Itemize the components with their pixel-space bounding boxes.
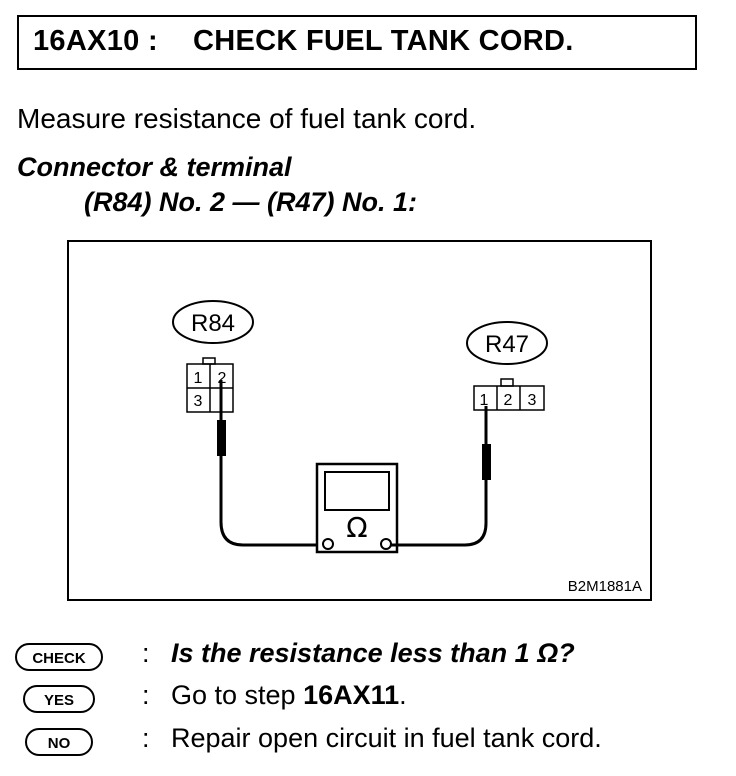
wiring-diagram-svg: R84 1 2 3 Ω bbox=[67, 240, 652, 601]
connector-spec: (R84) No. 2 — (R47) No. 1: bbox=[84, 187, 418, 217]
wiring-diagram: R84 1 2 3 Ω bbox=[67, 240, 652, 601]
r84-pin-3: 3 bbox=[194, 393, 203, 410]
yes-answer-prefix: Go to step bbox=[171, 680, 304, 710]
ohm-symbol: Ω bbox=[346, 511, 367, 544]
yes-row: YES : Go to step 16AX11. bbox=[14, 680, 729, 716]
r84-pin-2: 2 bbox=[218, 370, 227, 387]
no-answer: Repair open circuit in fuel tank cord. bbox=[171, 723, 602, 753]
check-row: CHECK : Is the resistance less than 1 Ω? bbox=[14, 638, 729, 674]
check-question: Is the resistance less than 1 Ω? bbox=[171, 638, 575, 668]
r84-connector-icon: 1 2 3 bbox=[186, 357, 234, 413]
diagram-frame bbox=[67, 240, 652, 601]
step-title: CHECK FUEL TANK CORD. bbox=[193, 25, 574, 57]
yes-badge-icon: YES bbox=[23, 685, 95, 713]
no-row: NO : Repair open circuit in fuel tank co… bbox=[14, 723, 729, 759]
no-colon: : bbox=[142, 723, 150, 753]
yes-step-ref[interactable]: 16AX11 bbox=[303, 680, 400, 710]
r84-label: R84 bbox=[191, 310, 235, 337]
figure-id: B2M1881A bbox=[568, 578, 642, 595]
no-badge-label: NO bbox=[48, 735, 71, 752]
connector-heading: Connector & terminal bbox=[17, 152, 292, 182]
step-header: 16AX10 : CHECK FUEL TANK CORD. bbox=[17, 15, 697, 70]
right-probe-icon bbox=[391, 406, 491, 547]
yes-answer: Go to step 16AX11. bbox=[171, 680, 407, 711]
r84-pin-1: 1 bbox=[194, 370, 203, 387]
r47-pin-2: 2 bbox=[504, 392, 513, 409]
ohmmeter-icon: Ω bbox=[315, 462, 399, 554]
r84-label-oval bbox=[172, 300, 254, 344]
check-badge-icon: CHECK bbox=[15, 643, 103, 671]
check-badge-label: CHECK bbox=[32, 650, 86, 667]
r47-pin-3: 3 bbox=[528, 392, 537, 409]
yes-badge-label: YES bbox=[44, 692, 74, 709]
r47-label: R47 bbox=[485, 331, 529, 358]
r47-pin-1: 1 bbox=[480, 392, 489, 409]
yes-colon: : bbox=[142, 680, 150, 710]
r47-connector-icon: 1 2 3 bbox=[473, 378, 545, 411]
check-colon: : bbox=[142, 638, 150, 668]
instruction-text: Measure resistance of fuel tank cord. bbox=[17, 103, 477, 134]
left-probe-icon bbox=[217, 380, 323, 547]
yes-answer-suffix: . bbox=[399, 680, 407, 710]
no-badge-icon: NO bbox=[25, 728, 93, 756]
step-code: 16AX10 : bbox=[33, 25, 158, 57]
r47-label-oval bbox=[466, 321, 548, 365]
